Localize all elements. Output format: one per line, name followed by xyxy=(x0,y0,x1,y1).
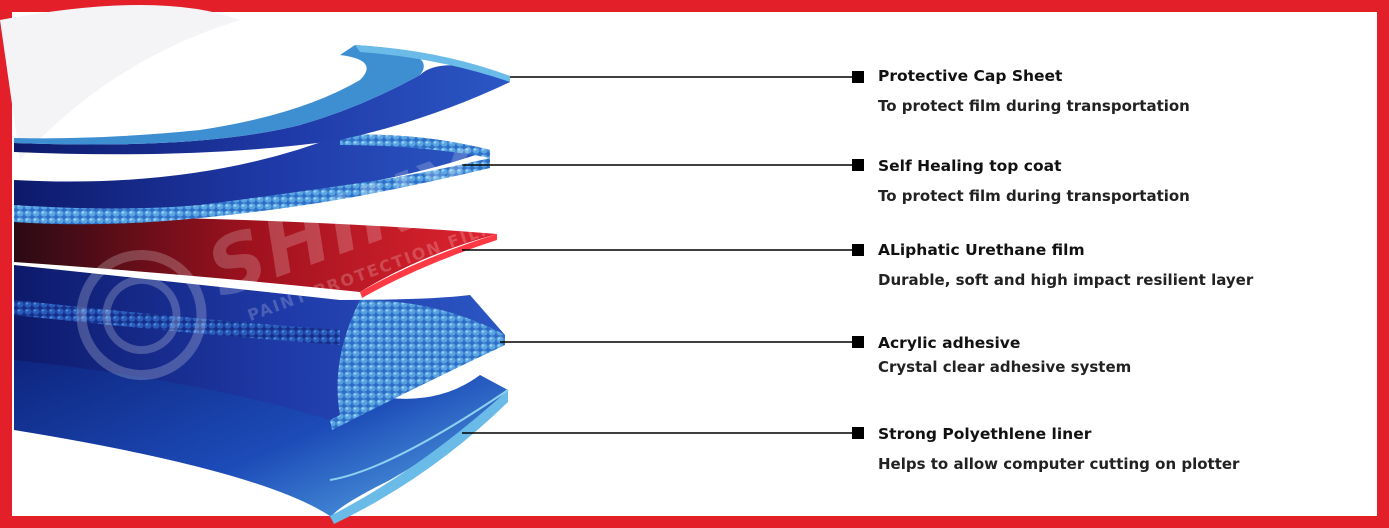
bullet-liner xyxy=(852,427,864,439)
layer-description: To protect film during transportation xyxy=(878,96,1190,116)
layer-title: Acrylic adhesive xyxy=(878,333,1131,353)
layer-description: Durable, soft and high impact resilient … xyxy=(878,270,1253,290)
bullet-top-coat xyxy=(852,159,864,171)
layer-label-top-coat: Self Healing top coat To protect film du… xyxy=(878,156,1190,206)
bullet-adhesive xyxy=(852,336,864,348)
layer-label-urethane: ALiphatic Urethane film Durable, soft an… xyxy=(878,240,1253,290)
bullet-cap-sheet xyxy=(852,71,864,83)
layer-title: Protective Cap Sheet xyxy=(878,66,1190,86)
layer-label-cap-sheet: Protective Cap Sheet To protect film dur… xyxy=(878,66,1190,116)
layer-title: Strong Polyethlene liner xyxy=(878,424,1239,444)
layer-title: ALiphatic Urethane film xyxy=(878,240,1253,260)
layer-label-liner: Strong Polyethlene liner Helps to allow … xyxy=(878,424,1239,474)
layer-description: Helps to allow computer cutting on plott… xyxy=(878,454,1239,474)
connector-lines xyxy=(462,77,852,433)
bullet-urethane xyxy=(852,244,864,256)
layer-description: Crystal clear adhesive system xyxy=(878,357,1131,377)
layer-title: Self Healing top coat xyxy=(878,156,1190,176)
layer-description: To protect film during transportation xyxy=(878,186,1190,206)
layer-label-adhesive: Acrylic adhesive Crystal clear adhesive … xyxy=(878,333,1131,377)
bullet-markers xyxy=(852,71,864,439)
